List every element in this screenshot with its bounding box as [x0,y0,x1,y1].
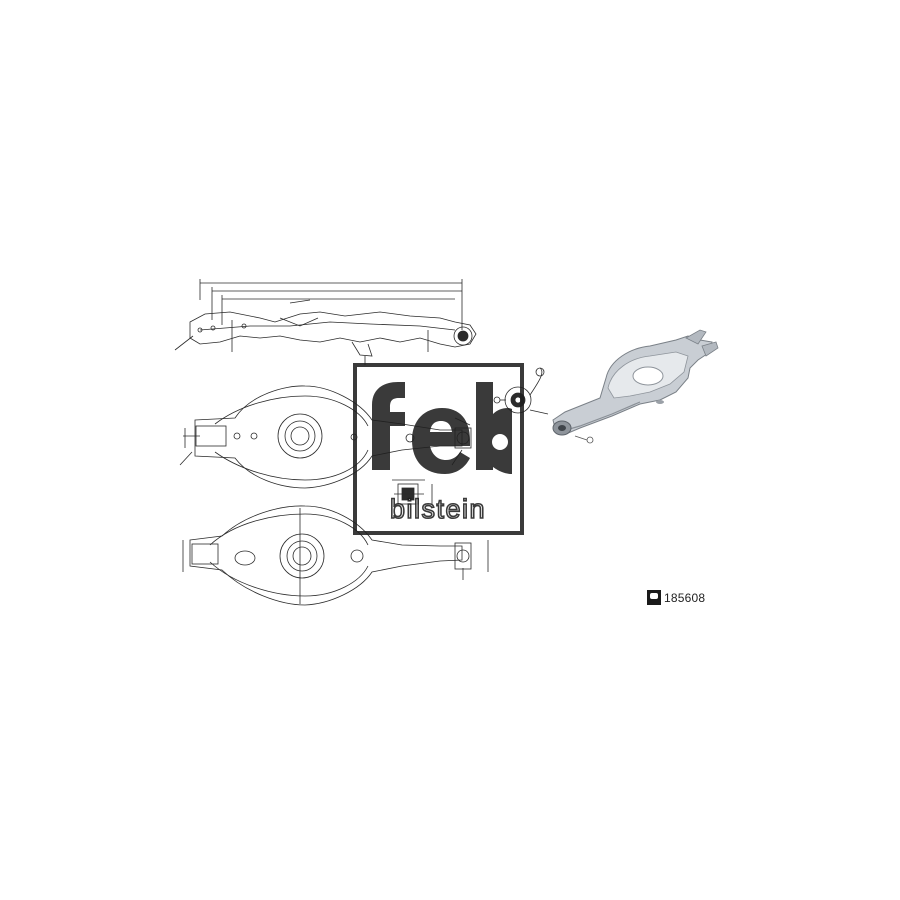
brand-watermark [353,363,524,535]
control-arm-render [552,329,719,444]
brand-wordmark: bilstein [390,494,486,524]
article-number: 185608 [664,590,706,605]
article-number-label: 185608 [647,590,705,605]
febi-logo-icon [647,590,661,605]
side-view-drawing [174,279,477,365]
bush-section-drawing [392,479,433,505]
